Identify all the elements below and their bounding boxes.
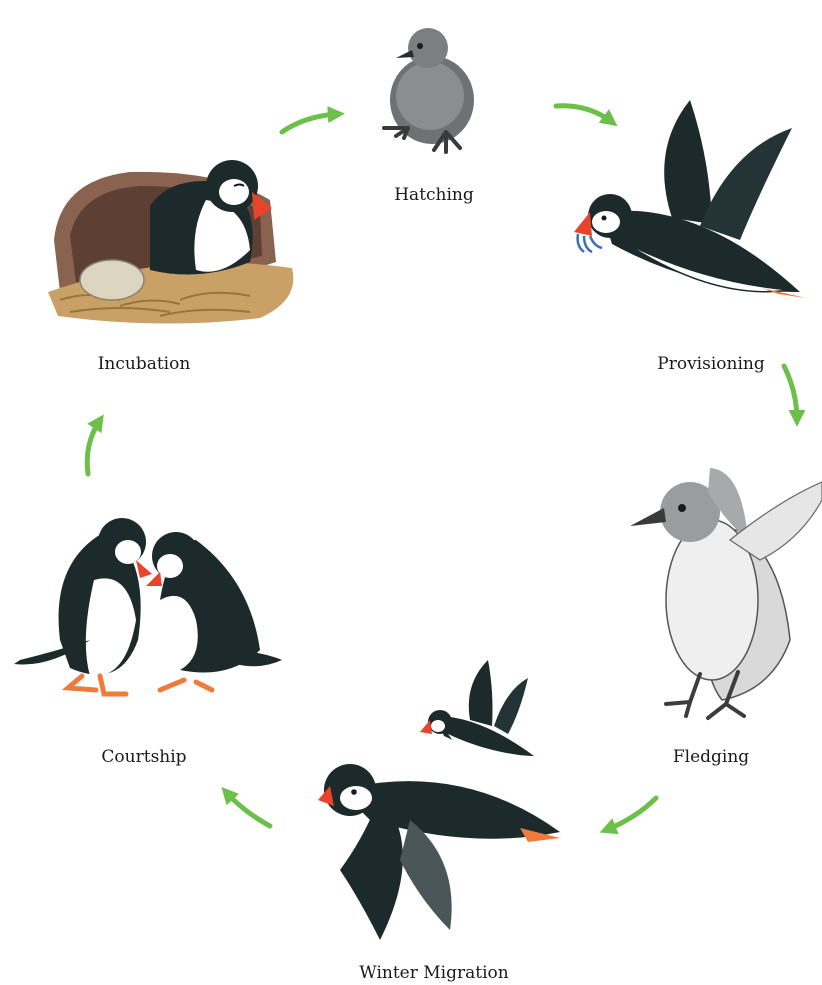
cycle-arrow-icon [282, 114, 338, 132]
nesting-puffin-icon [48, 160, 293, 324]
cycle-arrow-icon [226, 792, 270, 826]
stage-label-fledging: Fledging [673, 747, 749, 767]
chick-icon [384, 28, 474, 152]
stage-label-hatching: Hatching [394, 185, 474, 205]
cycle-arrow-icon [556, 106, 612, 122]
cycle-arrow-icon [606, 798, 656, 830]
cycle-arrow-icon [87, 420, 100, 474]
stage-label-provisioning: Provisioning [657, 354, 764, 374]
stage-label-winter-migration: Winter Migration [359, 963, 508, 983]
juvenile-puffin-icon [630, 468, 822, 718]
cycle-arrow-icon [784, 366, 797, 420]
stage-label-courtship: Courtship [101, 747, 186, 767]
stage-label-incubation: Incubation [98, 354, 191, 374]
flying-puffin-icon [574, 100, 806, 298]
courting-puffins-icon [14, 518, 282, 694]
migrating-puffin-icon [318, 660, 560, 940]
